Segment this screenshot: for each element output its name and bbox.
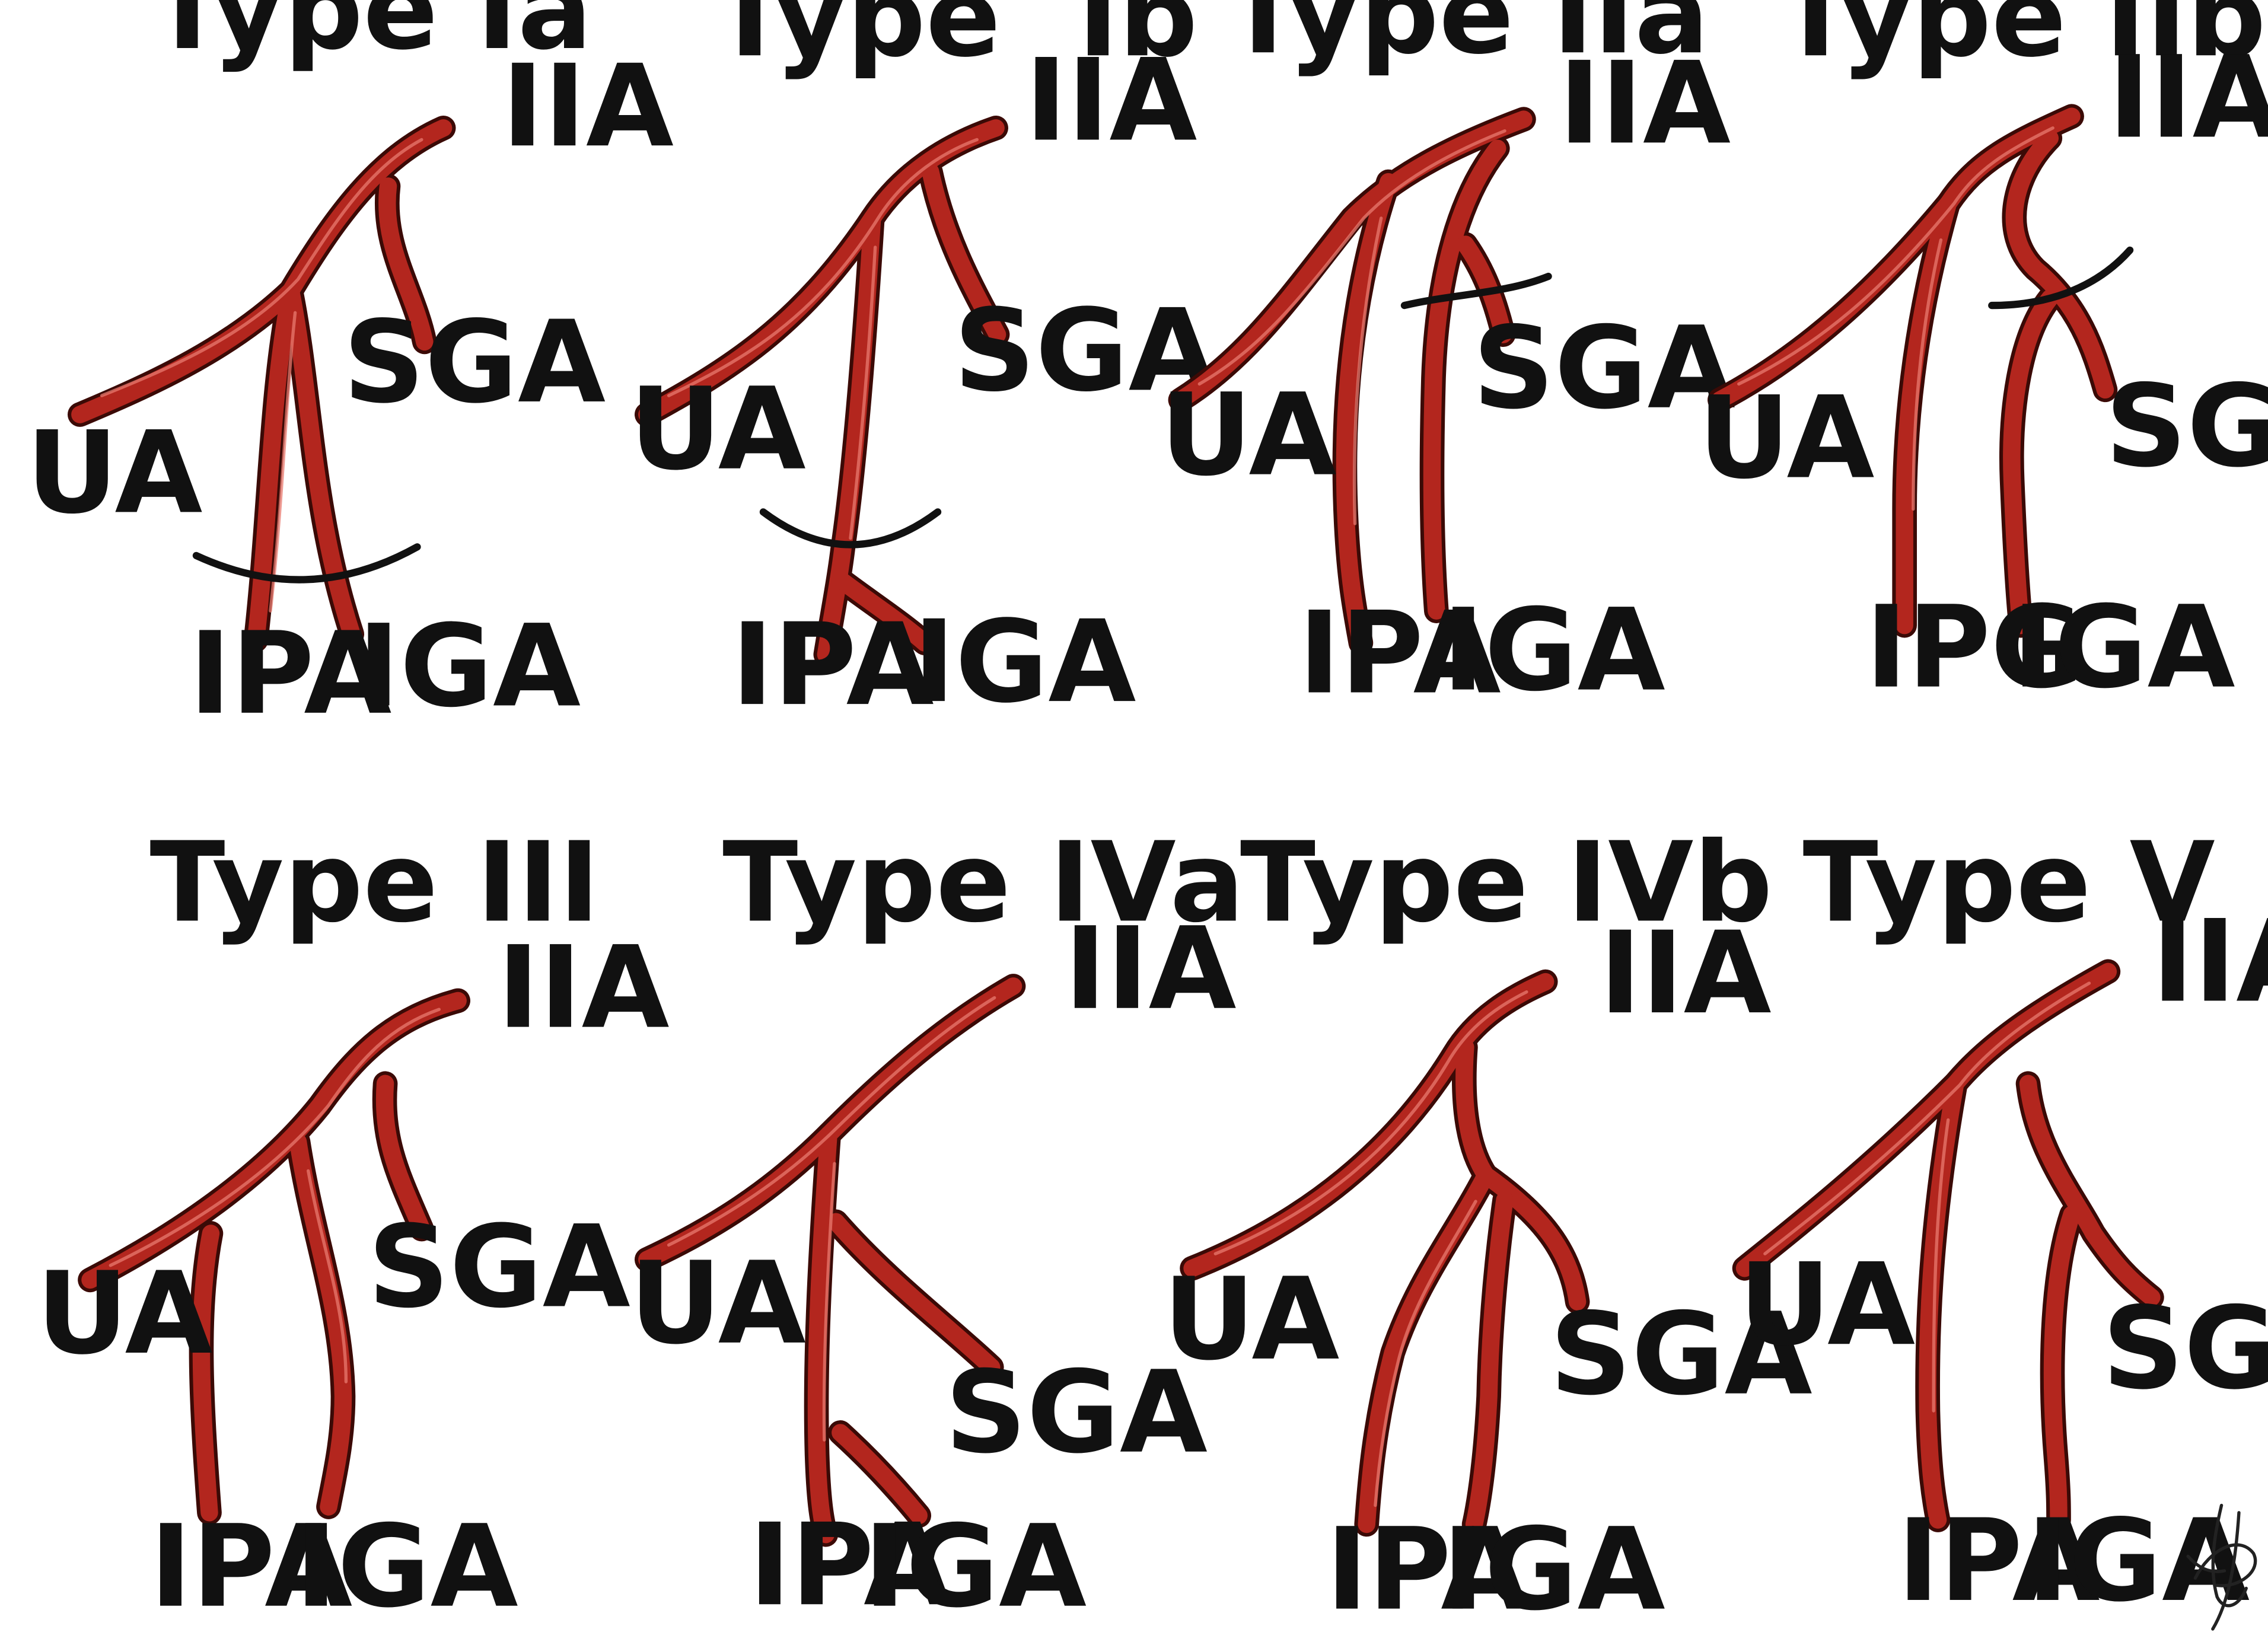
label-iia: IIA (2108, 32, 2268, 164)
label-iga: IGA (358, 601, 581, 733)
panel-title: Type Ia (149, 0, 592, 74)
label-ipa: IPA (1897, 1495, 2100, 1627)
label-iia: IIA (1064, 903, 1236, 1035)
label-iia: IIA (497, 922, 669, 1054)
label-iia: IIA (1559, 37, 1731, 170)
label-ua: UA (629, 364, 805, 496)
panel-title: Type III (149, 818, 600, 947)
label-ipa: IPA (1326, 1504, 1529, 1636)
label-iia: IIA (502, 40, 674, 173)
label-iga: IGA (2027, 1495, 2250, 1627)
label-iga: IGA (1442, 1504, 1665, 1636)
panel-type-iia: Type IIa IIA UA SGA IPA IGA (1160, 0, 1735, 719)
panel-type-iib: Type IIb IIA UA SGA IPG IGA (1698, 0, 2268, 714)
label-sga: SGA (343, 297, 606, 429)
vessel-tree (1708, 104, 2118, 638)
label-iia: IIA (2152, 895, 2268, 1028)
vessel-tree (634, 115, 1010, 667)
label-sga: SGA (945, 1347, 1208, 1479)
panel-type-v: Type V IIA UA SGA IPA IGA (1732, 818, 2268, 1627)
label-iga: IGA (2012, 582, 2235, 714)
label-ua: UA (1163, 1254, 1339, 1386)
label-sga: SGA (2105, 361, 2268, 493)
label-iga: IGA (1442, 585, 1665, 717)
ligature-mark (192, 543, 421, 584)
label-ipa: IPA (748, 1499, 951, 1631)
label-iia: IIA (1599, 907, 1771, 1040)
panel-title: Type IIb (1778, 0, 2266, 81)
label-sga: SGA (368, 1201, 630, 1333)
label-sga: SGA (1473, 302, 1735, 435)
vessel-tree (634, 974, 1026, 1547)
label-iga: IGA (913, 596, 1136, 728)
label-iia: IIA (1025, 34, 1197, 167)
panel-type-ivb: Type IVb IIA UA SGA IPA IGA (1163, 818, 1813, 1636)
panel-title: Type V (1803, 818, 2215, 947)
ligature-mark (1400, 272, 1552, 310)
label-ua: UA (629, 1238, 805, 1370)
panel-type-iii: Type III IIA UA SGA IPA IGA (36, 818, 669, 1633)
label-ua: UA (26, 407, 202, 539)
label-ipa: IPA (189, 608, 392, 740)
panel-title: Type IVb (1240, 818, 1773, 947)
label-ipa: IPA (149, 1501, 352, 1633)
panel-type-ib: Type Ib IIA UA SGA IPA IGA (629, 0, 1216, 731)
label-ipa: IPA (731, 599, 934, 731)
label-ipa: IPG (1865, 582, 2084, 714)
vessel-tree (1180, 969, 1590, 1537)
vessel-tree (1732, 959, 2164, 1532)
label-ua: UA (1739, 1239, 1915, 1371)
panel-type-iva: Type IVa IIA UA SGA IPA IGA (629, 818, 1244, 1633)
artist-signature (2186, 1503, 2257, 1631)
vessel-tree (1168, 107, 1536, 655)
vessel-tree (67, 115, 456, 653)
label-ua: UA (36, 1248, 212, 1380)
label-sga: SGA (2103, 1283, 2268, 1415)
panel-title: Type Ib (712, 0, 1197, 81)
panel-title: Type IVa (722, 818, 1244, 947)
label-sga: SGA (1550, 1289, 1813, 1421)
panel-type-ia: Type Ia IIA UA SGA IPA IGA (26, 0, 674, 740)
label-ua: UA (1698, 372, 1874, 504)
label-iga: IGA (295, 1501, 518, 1633)
vessel-tree (78, 988, 470, 1525)
panel-title: Type IIa (1225, 0, 1709, 78)
ligature-mark (759, 508, 942, 549)
label-ua: UA (1160, 369, 1336, 502)
label-iga: IGA (864, 1501, 1087, 1633)
ligature-mark (1988, 246, 2134, 310)
label-ipa: IPA (1298, 587, 1501, 719)
